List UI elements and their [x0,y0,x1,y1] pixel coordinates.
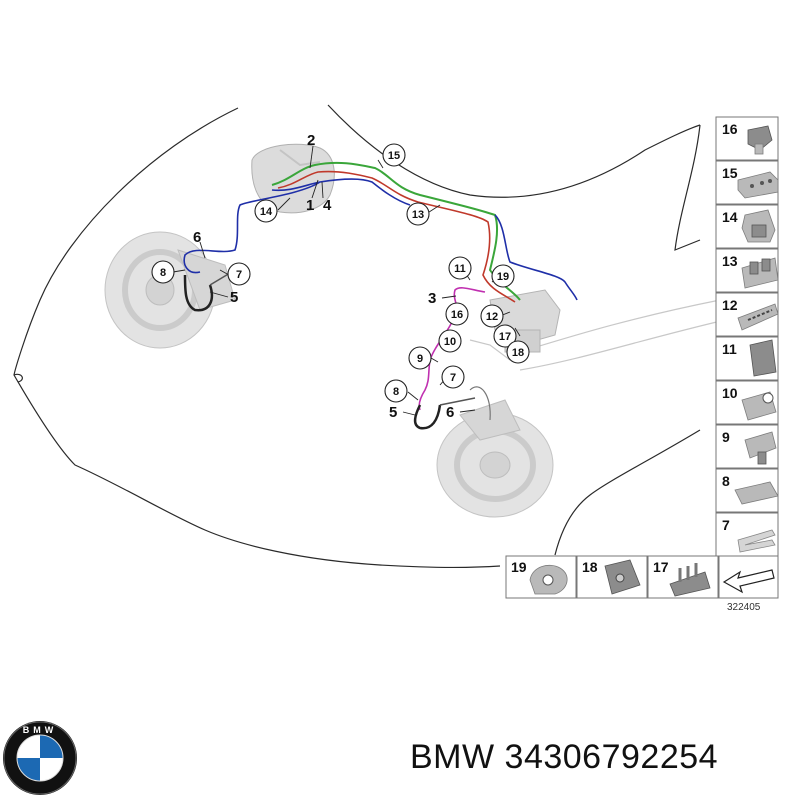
callout-9: 9 [408,346,432,370]
left-brake-disc [104,231,236,349]
brand-name: BMW [410,738,495,776]
svg-text:12: 12 [722,297,738,313]
diagram-number: 322405 [727,602,761,613]
legend-cell-13: 13 [715,248,779,293]
svg-text:7: 7 [236,269,242,281]
legend-cell-15: 15 [715,160,779,205]
svg-text:11: 11 [454,263,466,275]
bmw-logo-icon: BMW [3,721,77,795]
svg-text:BMW: BMW [23,725,58,735]
part-number: 34306792254 [504,738,719,776]
legend-cell-8: 8 [715,468,779,513]
legend-cell-9: 9 [715,424,779,469]
svg-text:17: 17 [653,559,669,575]
callout-1: 1 [306,197,314,214]
plain-callouts: 2 1 4 6 5 3 5 6 [193,132,454,421]
svg-text:15: 15 [722,165,738,181]
svg-text:18: 18 [582,559,598,575]
callout-3: 3 [428,290,436,307]
callout-13: 13 [406,202,430,226]
callout-5-left: 5 [230,289,238,306]
svg-text:15: 15 [388,150,400,162]
callout-4: 4 [323,197,332,214]
legend-cell-16: 16 [715,116,779,161]
legend-cell-14: 14 [715,204,779,249]
callout-12: 12 [480,304,504,328]
svg-text:19: 19 [497,271,509,283]
svg-text:10: 10 [444,336,456,348]
callout-6-left: 6 [193,229,201,246]
svg-text:18: 18 [512,347,524,359]
green-brake-line [271,161,521,301]
blue-brake-line-right [494,214,578,301]
svg-text:13: 13 [412,209,424,221]
left-flex-hose [183,274,214,312]
svg-text:17: 17 [499,331,511,343]
svg-text:14: 14 [260,206,273,218]
svg-text:8: 8 [393,386,399,398]
callout-2: 2 [307,132,315,149]
red-brake-line [277,170,516,303]
legend-cell-arrow [718,555,779,599]
callout-5-right: 5 [389,404,397,421]
circled-callouts: 15 14 13 8 7 11 19 16 12 17 10 18 9 7 8 [151,143,530,403]
callout-18: 18 [506,340,530,364]
legend-cell-10: 10 [715,380,779,425]
legend-cell-11: 11 [715,336,779,381]
legend-cell-19: 19 [505,555,577,599]
legend-cell-17: 17 [647,555,719,599]
parts-legend-right: 16 15 14 13 12 [715,116,779,557]
parts-legend-bottom: 19 18 17 322405 [505,555,779,613]
svg-text:13: 13 [722,253,738,269]
callout-14: 14 [254,199,278,223]
legend-cell-7: 7 [715,512,779,557]
callout-8-left: 8 [151,260,175,284]
callout-15: 15 [382,143,406,167]
blue-brake-line-left [183,178,411,274]
svg-text:12: 12 [486,311,498,323]
svg-text:7: 7 [450,372,456,384]
callout-17: 17 [493,324,517,348]
callout-16: 16 [445,302,469,326]
svg-text:9: 9 [417,353,423,365]
svg-text:14: 14 [722,209,738,225]
brand-part-number: BMW 34306792254 [410,738,790,788]
legend-cell-18: 18 [576,555,648,599]
right-flex-hose [413,404,442,430]
svg-text:11: 11 [722,341,737,357]
svg-text:16: 16 [722,121,738,137]
callout-7-left: 7 [227,262,251,286]
svg-text:16: 16 [451,309,463,321]
callout-6-right: 6 [446,404,454,421]
callout-10: 10 [438,329,462,353]
legend-cell-12: 12 [715,292,779,337]
arrow-left-icon [722,569,775,594]
right-brake-disc [436,386,554,518]
svg-text:8: 8 [722,473,730,489]
svg-text:10: 10 [722,385,738,401]
svg-text:7: 7 [722,517,730,533]
svg-text:19: 19 [511,559,527,575]
brake-master-cylinder [251,143,335,214]
callout-11: 11 [448,256,472,280]
callout-19: 19 [491,264,515,288]
svg-text:9: 9 [722,429,730,445]
callout-7-right: 7 [441,365,465,389]
callout-8-right: 8 [384,379,408,403]
svg-text:8: 8 [160,267,166,279]
